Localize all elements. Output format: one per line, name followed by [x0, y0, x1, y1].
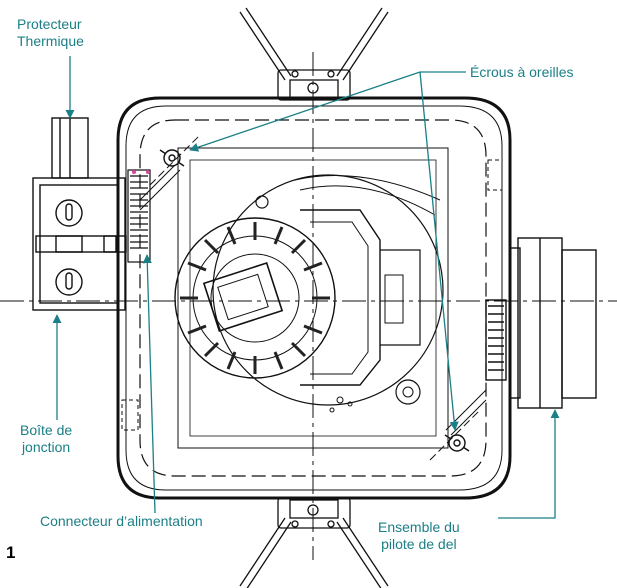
led-driver-line-2: pilote de del — [381, 536, 457, 552]
thermal-protector-line-2: Thermique — [17, 33, 84, 49]
junction-box-line-1: Boîte de — [20, 422, 73, 438]
thermal-protector — [51, 117, 89, 179]
power-connector-label: Connecteur d’alimentation — [40, 513, 203, 529]
power-connector — [127, 169, 151, 263]
junction-box — [32, 177, 127, 311]
callout-leaders — [52, 56, 560, 519]
thermal-protector-label: Protecteur Thermique — [17, 16, 84, 50]
junction-box-line-2: jonction — [21, 439, 71, 455]
figure-number: 1 — [6, 543, 16, 562]
center-lines — [0, 52, 617, 560]
bottom-mounting-arms — [239, 497, 389, 588]
wing-nut-bottom — [444, 434, 470, 452]
housing — [116, 96, 512, 500]
thermal-protector-line-1: Protecteur — [17, 16, 82, 32]
wing-nut-top — [159, 149, 185, 167]
led-driver-line-1: Ensemble du — [378, 519, 460, 535]
junction-box-label: Boîte de jonction — [20, 422, 72, 456]
top-mounting-arms — [239, 7, 389, 101]
led-driver-label: Ensemble du pilote de del — [378, 519, 460, 553]
wing-nuts-label: Écrous à oreilles — [470, 64, 574, 80]
led-driver-assembly — [485, 237, 597, 409]
led-heat-sink — [174, 174, 444, 413]
